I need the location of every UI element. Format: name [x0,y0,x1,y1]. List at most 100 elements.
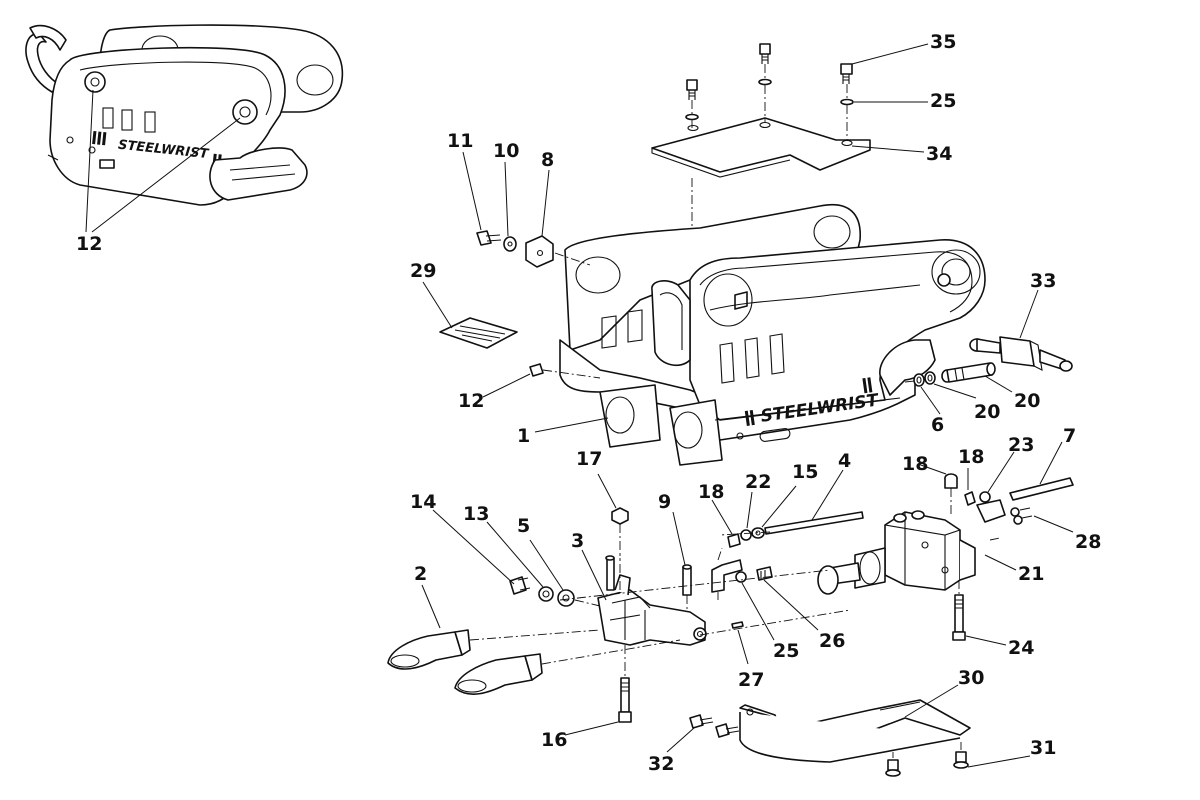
svg-text:5: 5 [517,515,530,537]
svg-text:9: 9 [658,491,671,513]
svg-text:6: 6 [931,414,944,436]
callout-27: 27 [737,629,764,691]
callout-30: 30 [904,667,984,718]
svg-text:11: 11 [447,130,473,152]
svg-text:28: 28 [1075,531,1101,553]
svg-text:18: 18 [902,453,928,475]
callout-23: 23 [987,434,1034,493]
callout-22: 22 [745,471,771,529]
callout-18-right-b: 18 [958,446,984,490]
callout-34: 34 [851,143,952,165]
callout-6: 20 [984,375,1040,412]
svg-text:22: 22 [745,471,771,493]
callout-3: 3 [571,530,607,601]
bracket-25-26 [711,547,773,600]
pin-6 [941,362,996,383]
svg-text:3: 3 [571,530,584,552]
feet-31 [885,742,969,777]
pins-2 [387,629,681,695]
callout-4: 21 [984,554,1044,585]
callout-8: 8 [541,149,554,237]
svg-text:25: 25 [773,640,799,662]
callout-24: 15 [761,461,818,528]
callout-label: 12 [76,233,102,255]
callout-17: 17 [576,448,617,509]
callout-31: 31 [967,737,1056,768]
callout-2: 2 [414,563,441,629]
callout-28: 28 [1033,515,1101,553]
roll-pin-27 [731,621,744,629]
callout-10: 10 [493,140,519,237]
svg-text:1: 1 [517,425,530,447]
bolt-16 [618,645,632,723]
svg-text:34: 34 [926,143,952,165]
callout-9: 9 [658,491,686,566]
callout-20-a: 6 [920,386,944,436]
pin-9-nut-17 [605,507,692,610]
bracket-28-parts [944,473,1074,525]
svg-text:32: 32 [648,753,674,775]
svg-text:30: 30 [958,667,984,689]
callout-13: 13 [463,503,544,588]
svg-text:20: 20 [1014,390,1040,412]
svg-text:14: 14 [410,491,436,513]
callout-29: 29 [410,260,453,329]
callout-33: 33 [1019,270,1056,339]
svg-text:27: 27 [738,669,764,691]
callout-35: 35 [851,31,956,65]
callout-11: 11 [447,130,482,231]
washers-24-22-18 [727,527,765,548]
callout-25-top: 25 [854,90,956,112]
svg-text:18: 18 [958,446,984,468]
main-body-1: STEELWRIST [559,203,986,466]
callout-21: 4 [811,450,851,521]
svg-text:33: 33 [1030,270,1056,292]
assembled-coupler-thumbnail: STEELWRIST [25,24,344,206]
washers-20 [904,371,936,387]
callout-26: 26 [763,579,845,652]
svg-text:25: 25 [930,90,956,112]
callout-1: 1 [517,417,609,447]
callout-16: 16 [541,721,619,751]
callout-32: 32 [648,727,695,775]
svg-text:18: 18 [698,481,724,503]
callout-20-b: 20 [933,383,1000,423]
callout-18-right-a: 18 [902,453,947,475]
svg-text:12: 12 [458,390,484,412]
svg-text:31: 31 [1030,737,1056,759]
cylinder-4 [817,510,1001,595]
svg-text:8: 8 [541,149,554,171]
callout-7: 7 [1039,425,1076,485]
hook-bracket-3 [597,555,707,646]
assembly-centerlines [559,531,851,636]
svg-text:17: 17 [576,448,602,470]
pin-assembly-33 [969,336,1073,372]
callout-12-main: 12 [458,373,531,412]
callout-18-mid: 18 [698,481,733,535]
svg-text:24: 24 [1008,637,1034,659]
svg-text:4: 4 [838,450,851,472]
svg-text:15: 15 [792,461,818,483]
callout-12-thumbnail: 12 [76,89,241,255]
svg-text:26: 26 [819,630,845,652]
label-plate-29 [439,317,518,349]
bolt-11-washer-10-block-8 [476,230,591,268]
svg-text:21: 21 [1018,563,1044,585]
svg-text:29: 29 [410,260,436,282]
svg-text:10: 10 [493,140,519,162]
svg-text:23: 23 [1008,434,1034,456]
bolt-15 [952,580,966,641]
callout-14: 14 [410,491,515,585]
callout-5: 5 [517,515,564,591]
svg-text:35: 35 [930,31,956,53]
svg-text:20: 20 [974,401,1000,423]
cover-plate-34 [651,117,871,178]
svg-text:7: 7 [1063,425,1076,447]
svg-text:16: 16 [541,729,567,751]
svg-text:13: 13 [463,503,489,525]
callout-15: 24 [965,635,1034,659]
callout-25-mid: 25 [741,582,799,662]
svg-text:2: 2 [414,563,427,585]
grease-nipple-12 [529,363,601,379]
